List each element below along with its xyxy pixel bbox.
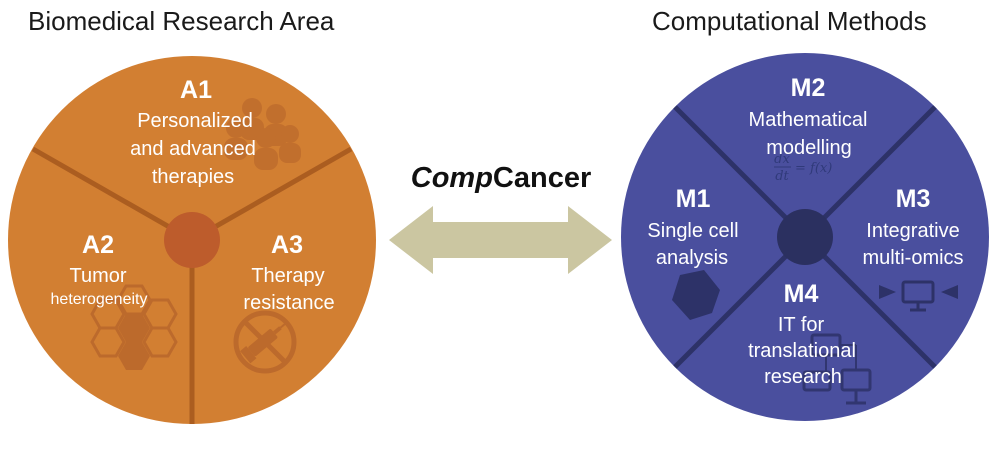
segment-code-m2: M2 bbox=[791, 74, 826, 102]
segment-label-m3-line1: Integrative bbox=[866, 220, 959, 242]
segment-label-a2-line2: heterogeneity bbox=[51, 291, 148, 308]
segment-label-a1-line3: therapies bbox=[152, 166, 234, 188]
segment-label-a2-line1: Tumor bbox=[69, 265, 126, 287]
segment-code-a2: A2 bbox=[82, 231, 114, 259]
svg-text:dx: dx bbox=[774, 152, 790, 167]
left-divider-a1-a2 bbox=[31, 146, 194, 243]
compcancer-title: CompCancer bbox=[411, 162, 592, 194]
segment-label-m4-line2: translational bbox=[748, 340, 856, 362]
segment-label-a3-line1: Therapy bbox=[251, 265, 324, 287]
network-monitors-icon bbox=[802, 333, 872, 405]
segment-label-m2-line2: modelling bbox=[766, 137, 852, 159]
hexagon-cell-icon bbox=[672, 270, 720, 320]
segment-code-m3: M3 bbox=[896, 185, 931, 213]
formula-rhs: = f(x) bbox=[795, 161, 832, 176]
no-syringe-icon bbox=[233, 310, 297, 374]
segment-label-a1-line2: and advanced bbox=[130, 138, 256, 160]
segment-label-m1-line2: analysis bbox=[656, 247, 728, 269]
segment-label-m4-line1: IT for bbox=[778, 314, 825, 336]
segment-label-a1-line1: Personalized bbox=[137, 110, 253, 132]
computational-methods-heading: Computational Methods bbox=[652, 6, 927, 36]
segment-label-m3-line2: multi-omics bbox=[862, 247, 963, 269]
segment-label-m1-line1: Single cell bbox=[647, 220, 738, 242]
segment-code-a3: A3 bbox=[271, 231, 303, 259]
biomedical-research-heading: Biomedical Research Area bbox=[28, 6, 335, 36]
monitor-arrows-icon bbox=[879, 280, 958, 312]
segment-label-m4-line3: research bbox=[764, 366, 842, 388]
computational-methods-circle: dx dt = f(x) M2 Mathematical bbox=[621, 53, 989, 421]
brand-comp: Comp bbox=[411, 162, 493, 194]
svg-text:dt: dt bbox=[775, 169, 789, 184]
left-hub bbox=[164, 212, 220, 268]
segment-code-a1: A1 bbox=[180, 76, 212, 104]
segment-code-m4: M4 bbox=[784, 280, 819, 308]
biomedical-research-circle: A1 Personalized and advanced therapies A… bbox=[8, 56, 376, 424]
left-divider-a1-a3 bbox=[190, 146, 353, 243]
double-arrow-icon bbox=[389, 206, 612, 274]
compcancer-center: CompCancer bbox=[389, 162, 612, 274]
right-hub bbox=[777, 209, 833, 265]
segment-label-a3-line2: resistance bbox=[243, 292, 334, 314]
segment-code-m1: M1 bbox=[676, 185, 711, 213]
segment-label-m2-line1: Mathematical bbox=[749, 109, 868, 131]
formula-icon: dx dt = f(x) bbox=[774, 152, 832, 184]
people-group-icon bbox=[224, 98, 301, 170]
hexagon-cluster-icon bbox=[90, 284, 178, 370]
brand-cancer: Cancer bbox=[493, 162, 591, 194]
